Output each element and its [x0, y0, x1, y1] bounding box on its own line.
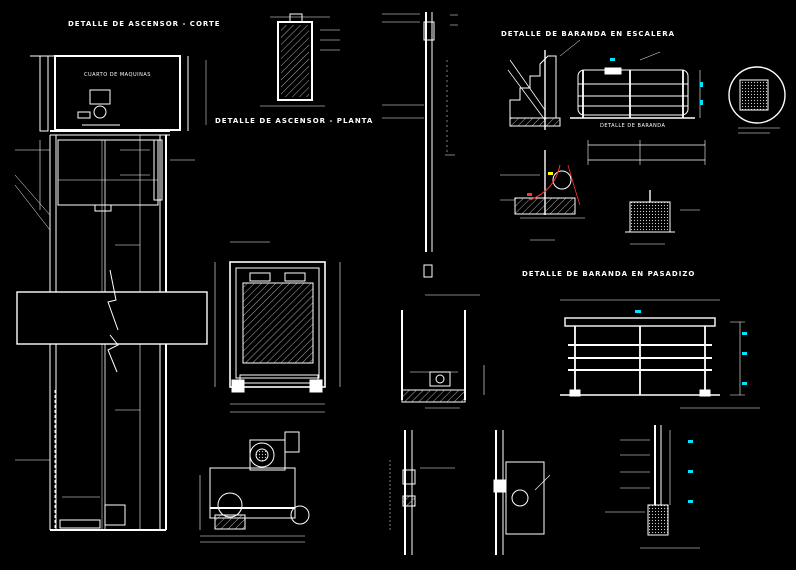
pit-detail-drawing	[401, 294, 485, 409]
railing-section-detail	[605, 425, 700, 549]
vertical-post-detail	[382, 12, 458, 278]
title-ascensor-corte: DETALLE DE ASCENSOR - CORTE	[68, 20, 221, 28]
title-ascensor-planta: DETALLE DE ASCENSOR - PLANTA	[215, 117, 374, 125]
label-cuarto-maquinas: CUARTO DE MAQUINAS	[84, 72, 151, 78]
elevator-section-drawing	[14, 55, 208, 531]
stair-railing-detail	[500, 39, 786, 245]
accent-marks	[527, 58, 747, 503]
rail-details-bottom	[389, 430, 551, 555]
corridor-railing-detail	[560, 299, 760, 409]
title-baranda-escalera: DETALLE DE BARANDA EN ESCALERA	[501, 30, 675, 38]
door-top-detail	[260, 13, 340, 107]
elevator-plan-drawing	[214, 241, 341, 413]
motor-pulley-detail	[199, 431, 310, 543]
label-detalle-baranda: DETALLE DE BARANDA	[600, 123, 666, 129]
title-baranda-pasadizo: DETALLE DE BARANDA EN PASADIZO	[522, 270, 696, 278]
